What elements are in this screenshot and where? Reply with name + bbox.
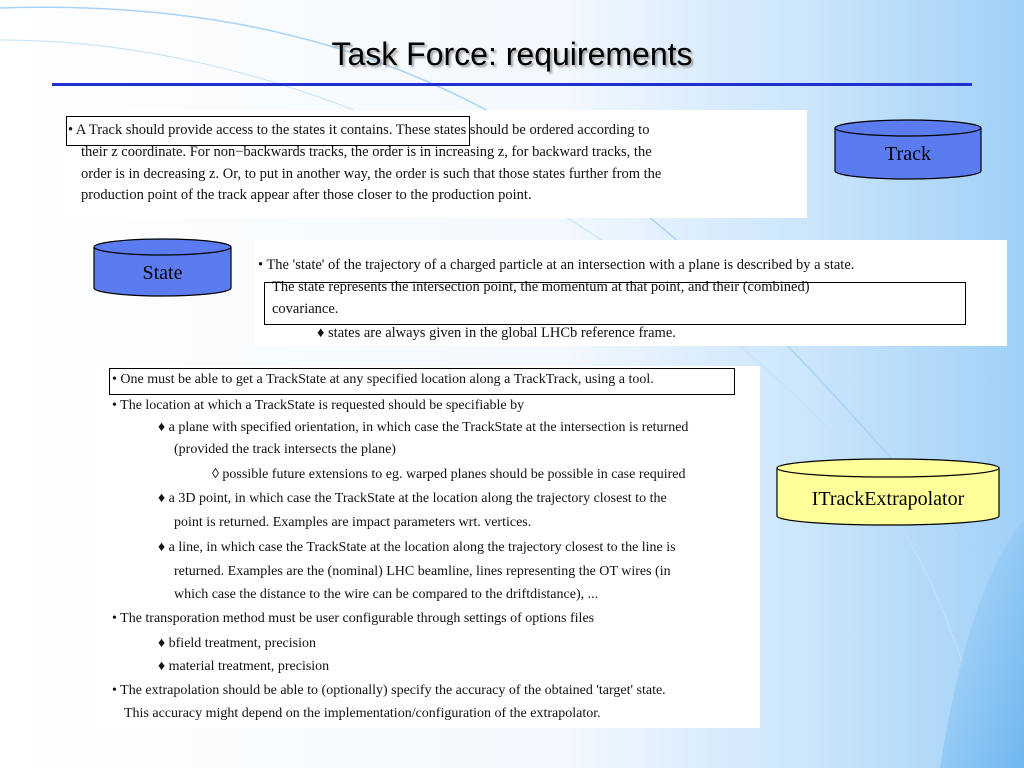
title-underline xyxy=(52,83,972,86)
extrapolator-cylinder: ITrackExtrapolator xyxy=(776,458,1000,526)
text-line: • The transporation method must be user … xyxy=(112,611,595,626)
slide-title: Task Force: requirements xyxy=(331,36,693,72)
track-requirement-panel: • A Track should provide access to the s… xyxy=(64,110,807,218)
highlight-box xyxy=(264,282,966,325)
text-line: ♦ material treatment, precision xyxy=(158,659,330,674)
track-label: Track xyxy=(885,143,931,165)
state-cylinder: State xyxy=(93,238,232,298)
text-line: ♦ bfield treatment, precision xyxy=(158,636,316,651)
text-line: • The extrapolation should be able to (o… xyxy=(112,683,666,698)
text-line: • The 'state' of the trajectory of a cha… xyxy=(258,257,855,273)
state-requirement-panel: • The 'state' of the trajectory of a cha… xyxy=(255,240,1007,346)
extrapolator-label: ITrackExtrapolator xyxy=(811,488,965,510)
text-line: • One must be able to get a TrackState a… xyxy=(112,372,654,387)
text-line: • A Track should provide access to the s… xyxy=(68,122,650,138)
cylinder-body xyxy=(834,128,982,180)
text-line: production point of the track appear aft… xyxy=(81,187,532,203)
cylinder-top xyxy=(776,458,1000,478)
database-cylinder-icon xyxy=(93,238,232,297)
text-line: order is in decreasing z. Or, to put in … xyxy=(81,166,662,182)
text-line: (provided the track intersects the plane… xyxy=(174,442,396,457)
text-line: which case the distance to the wire can … xyxy=(174,587,599,602)
text-line: ♦ a 3D point, in which case the TrackSta… xyxy=(158,491,667,506)
cylinder-top xyxy=(93,238,232,256)
text-line: The state represents the intersection po… xyxy=(272,279,810,295)
text-line: ♦ states are always given in the global … xyxy=(317,325,676,341)
text-line: their z coordinate. For non−backwards tr… xyxy=(81,144,652,160)
cylinder-top xyxy=(834,119,982,137)
text-line: • The location at which a TrackState is … xyxy=(112,398,525,413)
highlight-box xyxy=(66,116,470,146)
database-cylinder-icon xyxy=(776,458,1000,526)
extrapolator-requirement-panel: • One must be able to get a TrackState a… xyxy=(98,366,760,728)
text-line: This accuracy might depend on the implem… xyxy=(124,706,601,721)
state-label: State xyxy=(142,262,183,284)
text-line: ♦ a plane with specified orientation, in… xyxy=(158,420,689,435)
text-line: point is returned. Examples are impact p… xyxy=(174,515,532,530)
cylinder-body xyxy=(776,468,1000,526)
text-line: ♦ a line, in which case the TrackState a… xyxy=(158,540,676,555)
text-line: returned. Examples are the (nominal) LHC… xyxy=(174,564,671,579)
track-cylinder: Track xyxy=(834,119,982,181)
text-line: covariance. xyxy=(272,301,339,317)
cylinder-body xyxy=(93,247,232,297)
text-line: ◊ possible future extensions to eg. warp… xyxy=(212,467,686,482)
highlight-box xyxy=(109,368,735,395)
database-cylinder-icon xyxy=(834,119,982,180)
